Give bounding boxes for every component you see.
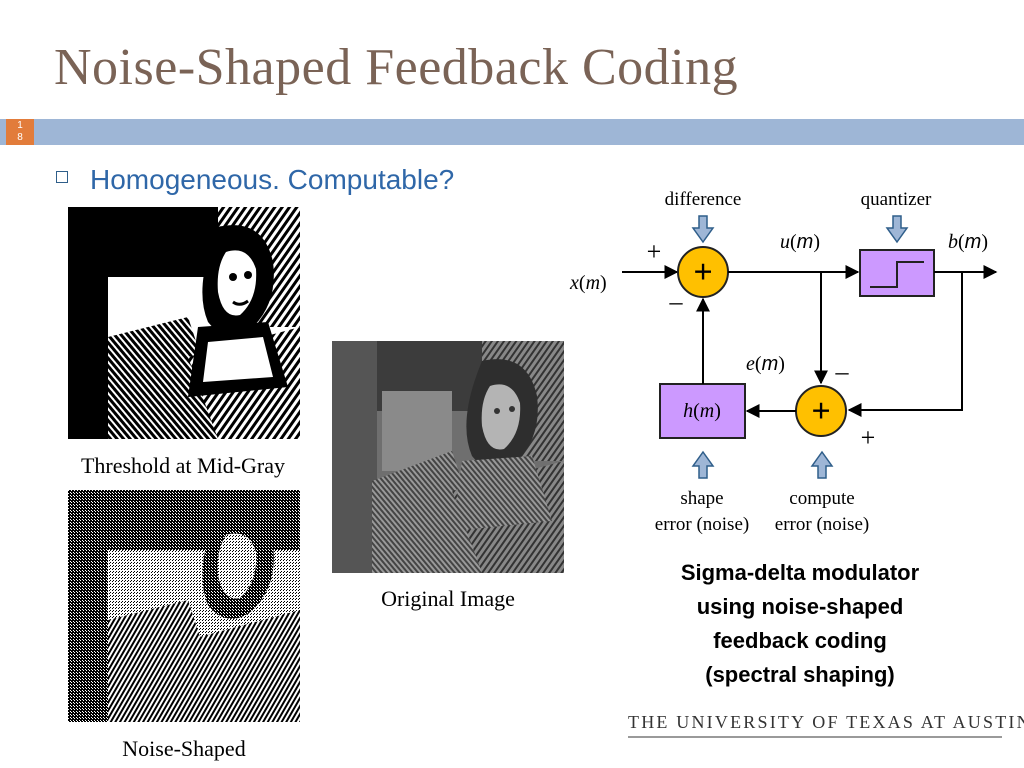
u-label: u(m)	[780, 231, 820, 253]
h-filter-block: h(m)	[659, 383, 746, 439]
bottom-adder-plus-sign: +	[861, 423, 876, 452]
original-caption: Original Image	[381, 586, 515, 611]
threshold-image	[68, 207, 300, 439]
step-function-icon	[870, 261, 924, 288]
bottom-adder-minus-sign: –	[835, 357, 850, 386]
slide-number-digit-1: 1	[17, 120, 23, 131]
noise-shaped-image	[68, 490, 300, 722]
top-adder-plus-sign: +	[647, 237, 662, 266]
top-adder: +	[677, 246, 729, 298]
quantizer-label: quantizer	[861, 189, 932, 210]
quantizer-block	[859, 249, 935, 297]
bullet-square-icon	[56, 171, 68, 183]
summary-line-4: (spectral shaping)	[705, 662, 895, 687]
threshold-caption: Threshold at Mid-Gray	[80, 453, 286, 478]
compute-up-arrow-icon	[810, 450, 834, 479]
difference-label: difference	[665, 189, 742, 210]
shape-label-line1: shape	[680, 488, 723, 509]
bullet-item: Homogeneous. Computable?	[56, 164, 454, 196]
shape-up-arrow-icon	[691, 450, 715, 479]
compute-label-line2: error (noise)	[775, 514, 869, 535]
svg-text:+: +	[811, 393, 830, 430]
bullet-text: Homogeneous. Computable?	[90, 164, 455, 195]
summary-line-3: feedback coding	[713, 628, 887, 653]
quantizer-down-arrow-icon	[885, 215, 909, 244]
university-logo: THE UNIVERSITY OF TEXAS AT AUSTIN	[628, 712, 1024, 732]
x-label: x(m)	[569, 272, 607, 294]
sigma-delta-diagram: difference quantizer x(m) + + – u(m) b(m…	[569, 189, 998, 535]
summary-line-1: Sigma-delta modulator	[680, 560, 920, 585]
top-adder-minus-sign: –	[669, 287, 684, 316]
e-label: e(m)	[746, 353, 785, 375]
difference-down-arrow-icon	[691, 215, 715, 244]
shape-label-line2: error (noise)	[655, 514, 749, 535]
compute-label-line1: compute	[789, 488, 854, 509]
h-label: h(m)	[683, 400, 721, 422]
summary-line-2: using noise-shaped	[696, 594, 904, 619]
noise-shaped-caption: Noise-Shaped	[122, 736, 246, 761]
title-underline-bar	[0, 119, 1024, 145]
b-feedback-line	[847, 272, 963, 417]
original-image	[332, 341, 564, 573]
bottom-adder: +	[795, 385, 847, 437]
slide-number: 1 8	[6, 119, 34, 145]
svg-text:+: +	[693, 254, 712, 291]
footer-rule	[628, 736, 1002, 738]
b-label: b(m)	[948, 231, 988, 253]
diagram-summary: Sigma-delta modulator using noise-shaped…	[630, 556, 970, 692]
slide-title: Noise-Shaped Feedback Coding	[54, 39, 739, 96]
slide-number-digit-2: 8	[17, 132, 23, 143]
